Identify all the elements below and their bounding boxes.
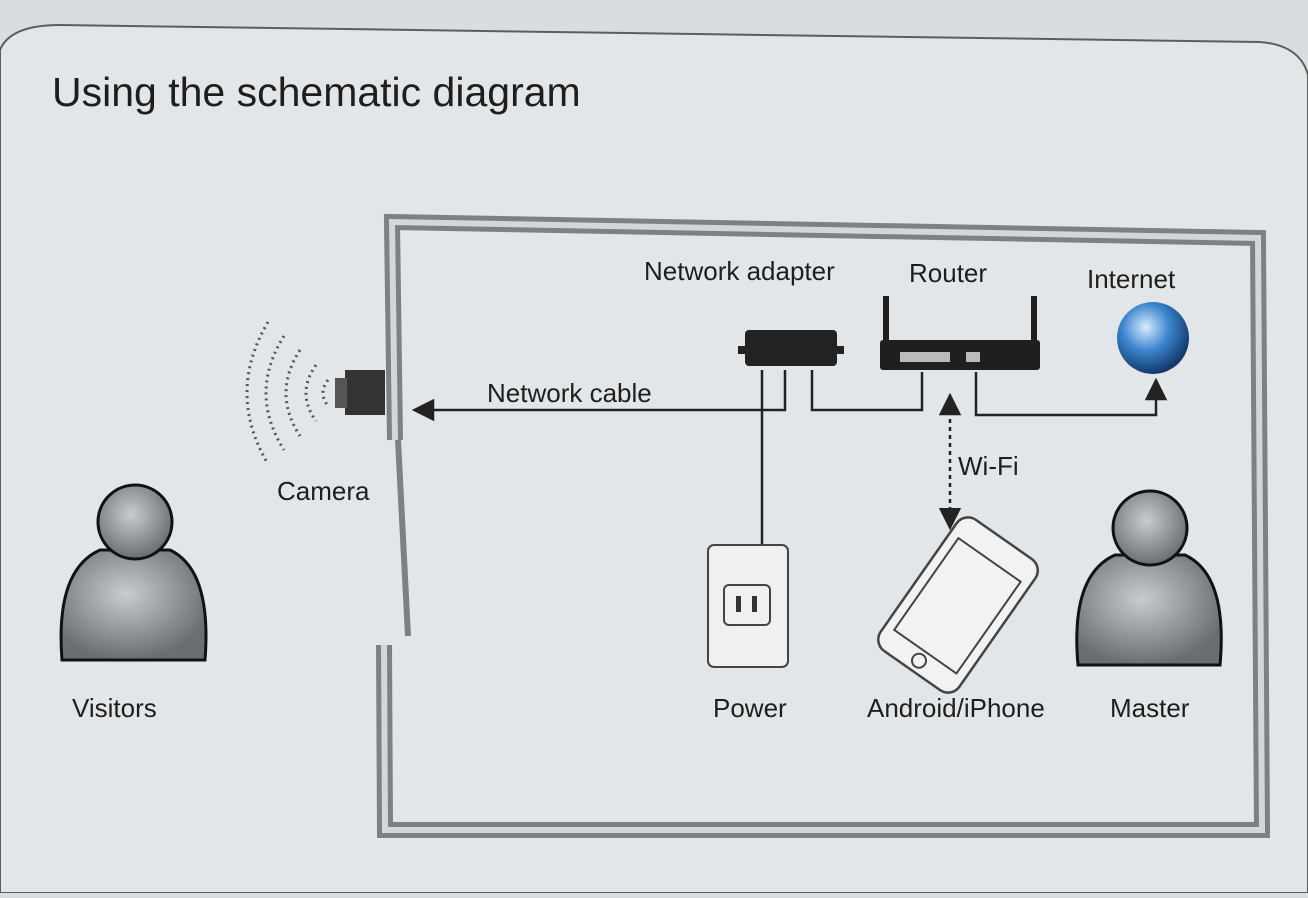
internet-label: Internet	[1087, 264, 1176, 294]
page-title: Using the schematic diagram	[52, 69, 581, 115]
router-internet-line	[974, 372, 1168, 417]
network-adapter-icon	[738, 330, 844, 366]
connection-lines	[411, 370, 1168, 545]
wifi-label: Wi-Fi	[958, 451, 1019, 481]
master-label: Master	[1110, 693, 1190, 723]
card-border	[0, 23, 1308, 894]
network-adapter-label: Network adapter	[644, 256, 835, 286]
power-label: Power	[713, 693, 787, 723]
router-icon	[880, 296, 1040, 370]
router-label: Router	[909, 258, 987, 288]
house-outline	[376, 213, 1271, 838]
adapter-router-line	[810, 370, 924, 412]
camera-label: Camera	[277, 476, 370, 506]
camera-icon	[245, 321, 385, 465]
network-cable-label: Network cable	[487, 378, 652, 408]
door	[395, 439, 411, 637]
network-cable-line	[411, 370, 787, 422]
phone-label: Android/iPhone	[867, 693, 1045, 723]
visitor-person-icon	[59, 483, 208, 662]
phone-icon	[877, 516, 1039, 694]
visitors-label: Visitors	[72, 693, 157, 723]
master-person-icon	[1075, 489, 1223, 667]
globe-icon	[1117, 302, 1189, 374]
power-outlet-icon	[707, 544, 789, 668]
